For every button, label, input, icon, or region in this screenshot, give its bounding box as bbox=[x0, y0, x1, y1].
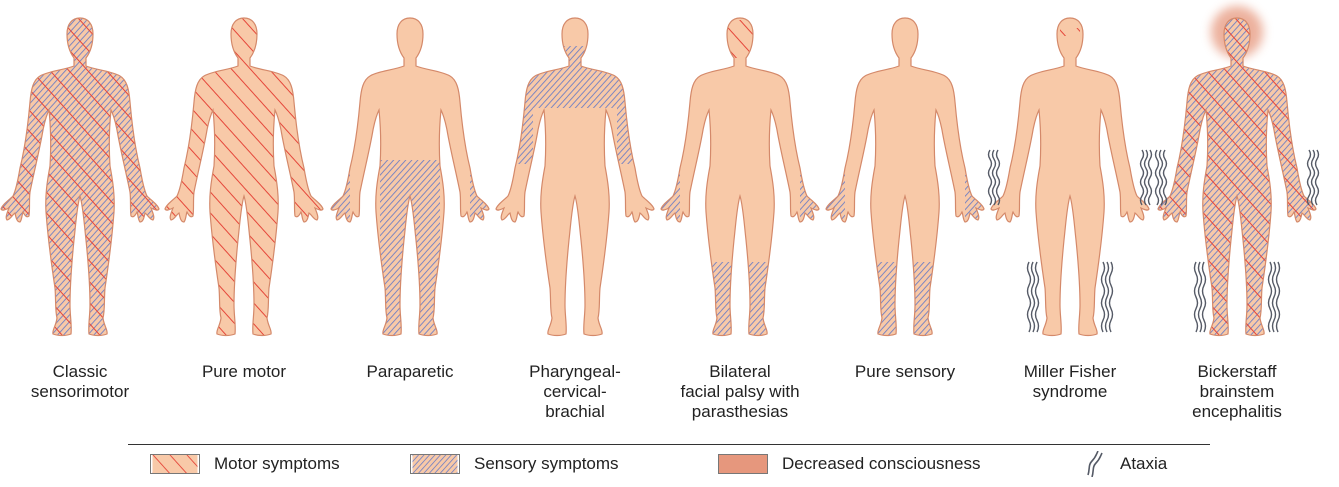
motor-region-0 bbox=[154, 0, 334, 345]
ataxia-right-arm-2 bbox=[1149, 150, 1152, 205]
figure-caption: Classic sensorimotor bbox=[0, 362, 160, 402]
sensory-region-1 bbox=[485, 64, 665, 108]
sensory-region-0 bbox=[380, 160, 440, 345]
sensory-region-1 bbox=[800, 160, 830, 230]
body-figure-8 bbox=[1147, 0, 1327, 345]
body-figure-4 bbox=[485, 18, 665, 336]
body-figure-2 bbox=[154, 0, 334, 345]
body-figure-6 bbox=[815, 18, 995, 347]
ataxia-right-arm-1 bbox=[1312, 150, 1315, 205]
ataxia-left-arm-0 bbox=[1164, 150, 1167, 205]
ataxia-right-arm-1 bbox=[1145, 150, 1148, 205]
sensory-region-2 bbox=[700, 262, 780, 347]
figure-caption: Miller Fisher syndrome bbox=[990, 362, 1150, 402]
motor-region-0 bbox=[0, 0, 170, 345]
sensory-region-0 bbox=[650, 160, 680, 230]
body-figure-5 bbox=[650, 18, 830, 347]
figure-caption: Pure motor bbox=[164, 362, 324, 382]
sensory-region-1 bbox=[965, 160, 995, 230]
ataxia-left-arm-2 bbox=[989, 150, 992, 205]
sensory-region-2 bbox=[485, 64, 533, 164]
legend-item-consciousness: Decreased consciousness bbox=[718, 453, 980, 475]
figure-caption: Pharyngeal- cervical- brachial bbox=[495, 362, 655, 422]
ataxia-right-leg-1 bbox=[1106, 262, 1109, 332]
ataxia-right-arm-0 bbox=[1141, 150, 1144, 205]
legend-item-motor: Motor symptoms bbox=[150, 453, 340, 475]
ataxia-left-leg-1 bbox=[1199, 262, 1202, 332]
legend-label-sensory: Sensory symptoms bbox=[474, 454, 619, 474]
figure-caption: Bickerstaff brainstem encephalitis bbox=[1157, 362, 1317, 422]
ataxia-right-arm-0 bbox=[1308, 150, 1311, 205]
motor-region-0 bbox=[1147, 0, 1327, 345]
sensory-region-1 bbox=[320, 160, 350, 230]
figure-caption: Pure sensory bbox=[825, 362, 985, 382]
legend-item-ataxia: Ataxia bbox=[1078, 453, 1167, 475]
consciousness-swatch-icon bbox=[718, 454, 768, 474]
ataxia-right-leg-1 bbox=[1273, 262, 1276, 332]
ataxia-left-arm-1 bbox=[993, 150, 996, 205]
ataxia-right-arm-2 bbox=[1316, 150, 1319, 205]
sensory-region-0 bbox=[815, 160, 845, 230]
ataxia-right-leg-0 bbox=[1269, 262, 1272, 332]
legend-label-ataxia: Ataxia bbox=[1120, 454, 1167, 474]
body-figure-1 bbox=[0, 0, 170, 345]
legend-label-consciousness: Decreased consciousness bbox=[782, 454, 980, 474]
ataxia-left-arm-0 bbox=[997, 150, 1000, 205]
body-figure-7 bbox=[989, 18, 1152, 336]
body-silhouette bbox=[826, 18, 984, 336]
legend-item-sensory: Sensory symptoms bbox=[410, 453, 619, 475]
body-silhouette bbox=[991, 18, 1149, 336]
body-figure-3 bbox=[320, 18, 500, 345]
motor-region-0 bbox=[1060, 28, 1080, 36]
ataxia-left-leg-1 bbox=[1032, 262, 1035, 332]
sensory-region-3 bbox=[617, 64, 665, 164]
sensory-region-2 bbox=[470, 160, 500, 230]
sensory-swatch-icon bbox=[410, 454, 460, 474]
ataxia-right-leg-2 bbox=[1110, 262, 1113, 332]
body-silhouette bbox=[661, 18, 819, 336]
body-figures-diagram bbox=[0, 0, 1339, 360]
ataxia-left-leg-0 bbox=[1203, 262, 1206, 332]
ataxia-left-arm-2 bbox=[1156, 150, 1159, 205]
legend: Motor symptoms Sensory symptoms Decrease… bbox=[128, 444, 1210, 481]
ataxia-left-leg-0 bbox=[1036, 262, 1039, 332]
figure-caption: Bilateral facial palsy with parasthesias bbox=[660, 362, 820, 422]
ataxia-icon bbox=[1078, 451, 1112, 477]
figure-caption: Paraparetic bbox=[330, 362, 490, 382]
motor-swatch-icon bbox=[150, 454, 200, 474]
ataxia-right-leg-2 bbox=[1277, 262, 1280, 332]
ataxia-right-leg-0 bbox=[1102, 262, 1105, 332]
sensory-region-2 bbox=[865, 262, 945, 347]
ataxia-left-leg-2 bbox=[1195, 262, 1198, 332]
ataxia-left-leg-2 bbox=[1028, 262, 1031, 332]
ataxia-left-arm-1 bbox=[1160, 150, 1163, 205]
legend-label-motor: Motor symptoms bbox=[214, 454, 340, 474]
